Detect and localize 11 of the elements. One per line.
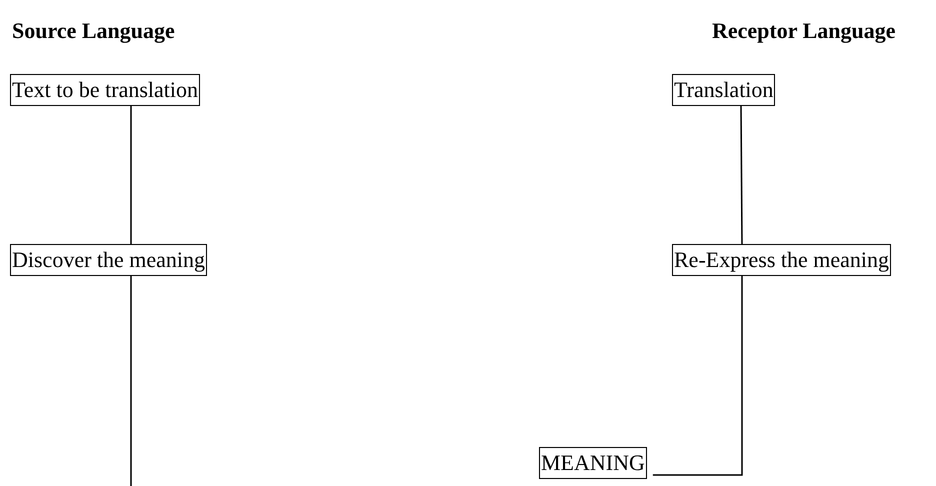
connector-line [130,276,132,486]
text-box: MEANING [539,447,647,479]
text-box: Text to be translation [10,74,200,106]
heading: Receptor Language [712,18,896,44]
heading: Source Language [12,18,175,44]
connector-line [652,276,743,476]
text-box: Re-Express the meaning [672,244,892,276]
text-box: Discover the meaning [10,244,208,276]
text-box: Translation [672,74,776,106]
connector-line [740,106,743,244]
connector-line [130,106,132,244]
